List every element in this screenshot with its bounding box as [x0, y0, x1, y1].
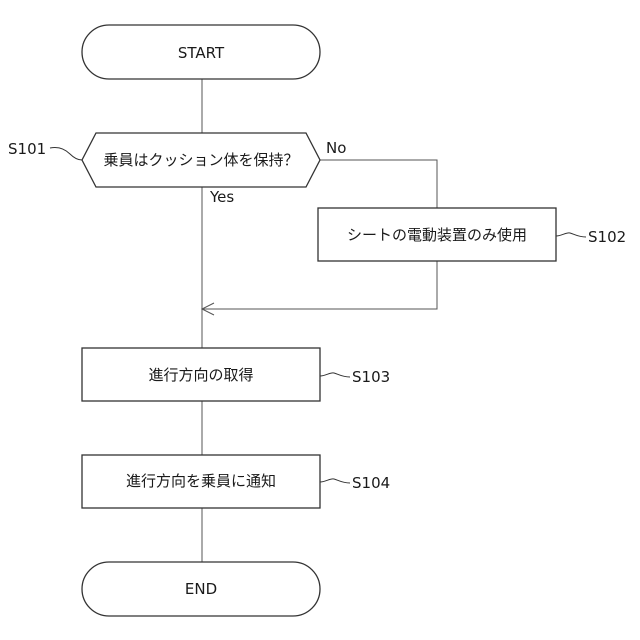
start-label: START	[178, 44, 225, 62]
no-branch-label: No	[326, 139, 346, 157]
seat-only-label: シートの電動装置のみ使用	[347, 226, 527, 244]
s101-step-id: S101	[8, 140, 46, 158]
connector-no-branch	[320, 160, 437, 208]
decision-label: 乗員はクッション体を保持？	[103, 151, 298, 169]
s102-leader-line	[556, 233, 586, 237]
s103-leader-line	[320, 373, 350, 377]
yes-branch-label: Yes	[209, 188, 234, 206]
s104-leader-line	[320, 479, 350, 483]
s103-step-id: S103	[352, 368, 390, 386]
end-label: END	[185, 580, 217, 598]
acquire-direction-label: 進行方向の取得	[148, 366, 253, 384]
s104-step-id: S104	[352, 474, 390, 492]
notify-direction-label: 進行方向を乗員に通知	[126, 472, 276, 490]
s101-leader-line	[50, 147, 82, 160]
s102-step-id: S102	[588, 228, 626, 246]
connector-s102-return	[202, 261, 437, 309]
